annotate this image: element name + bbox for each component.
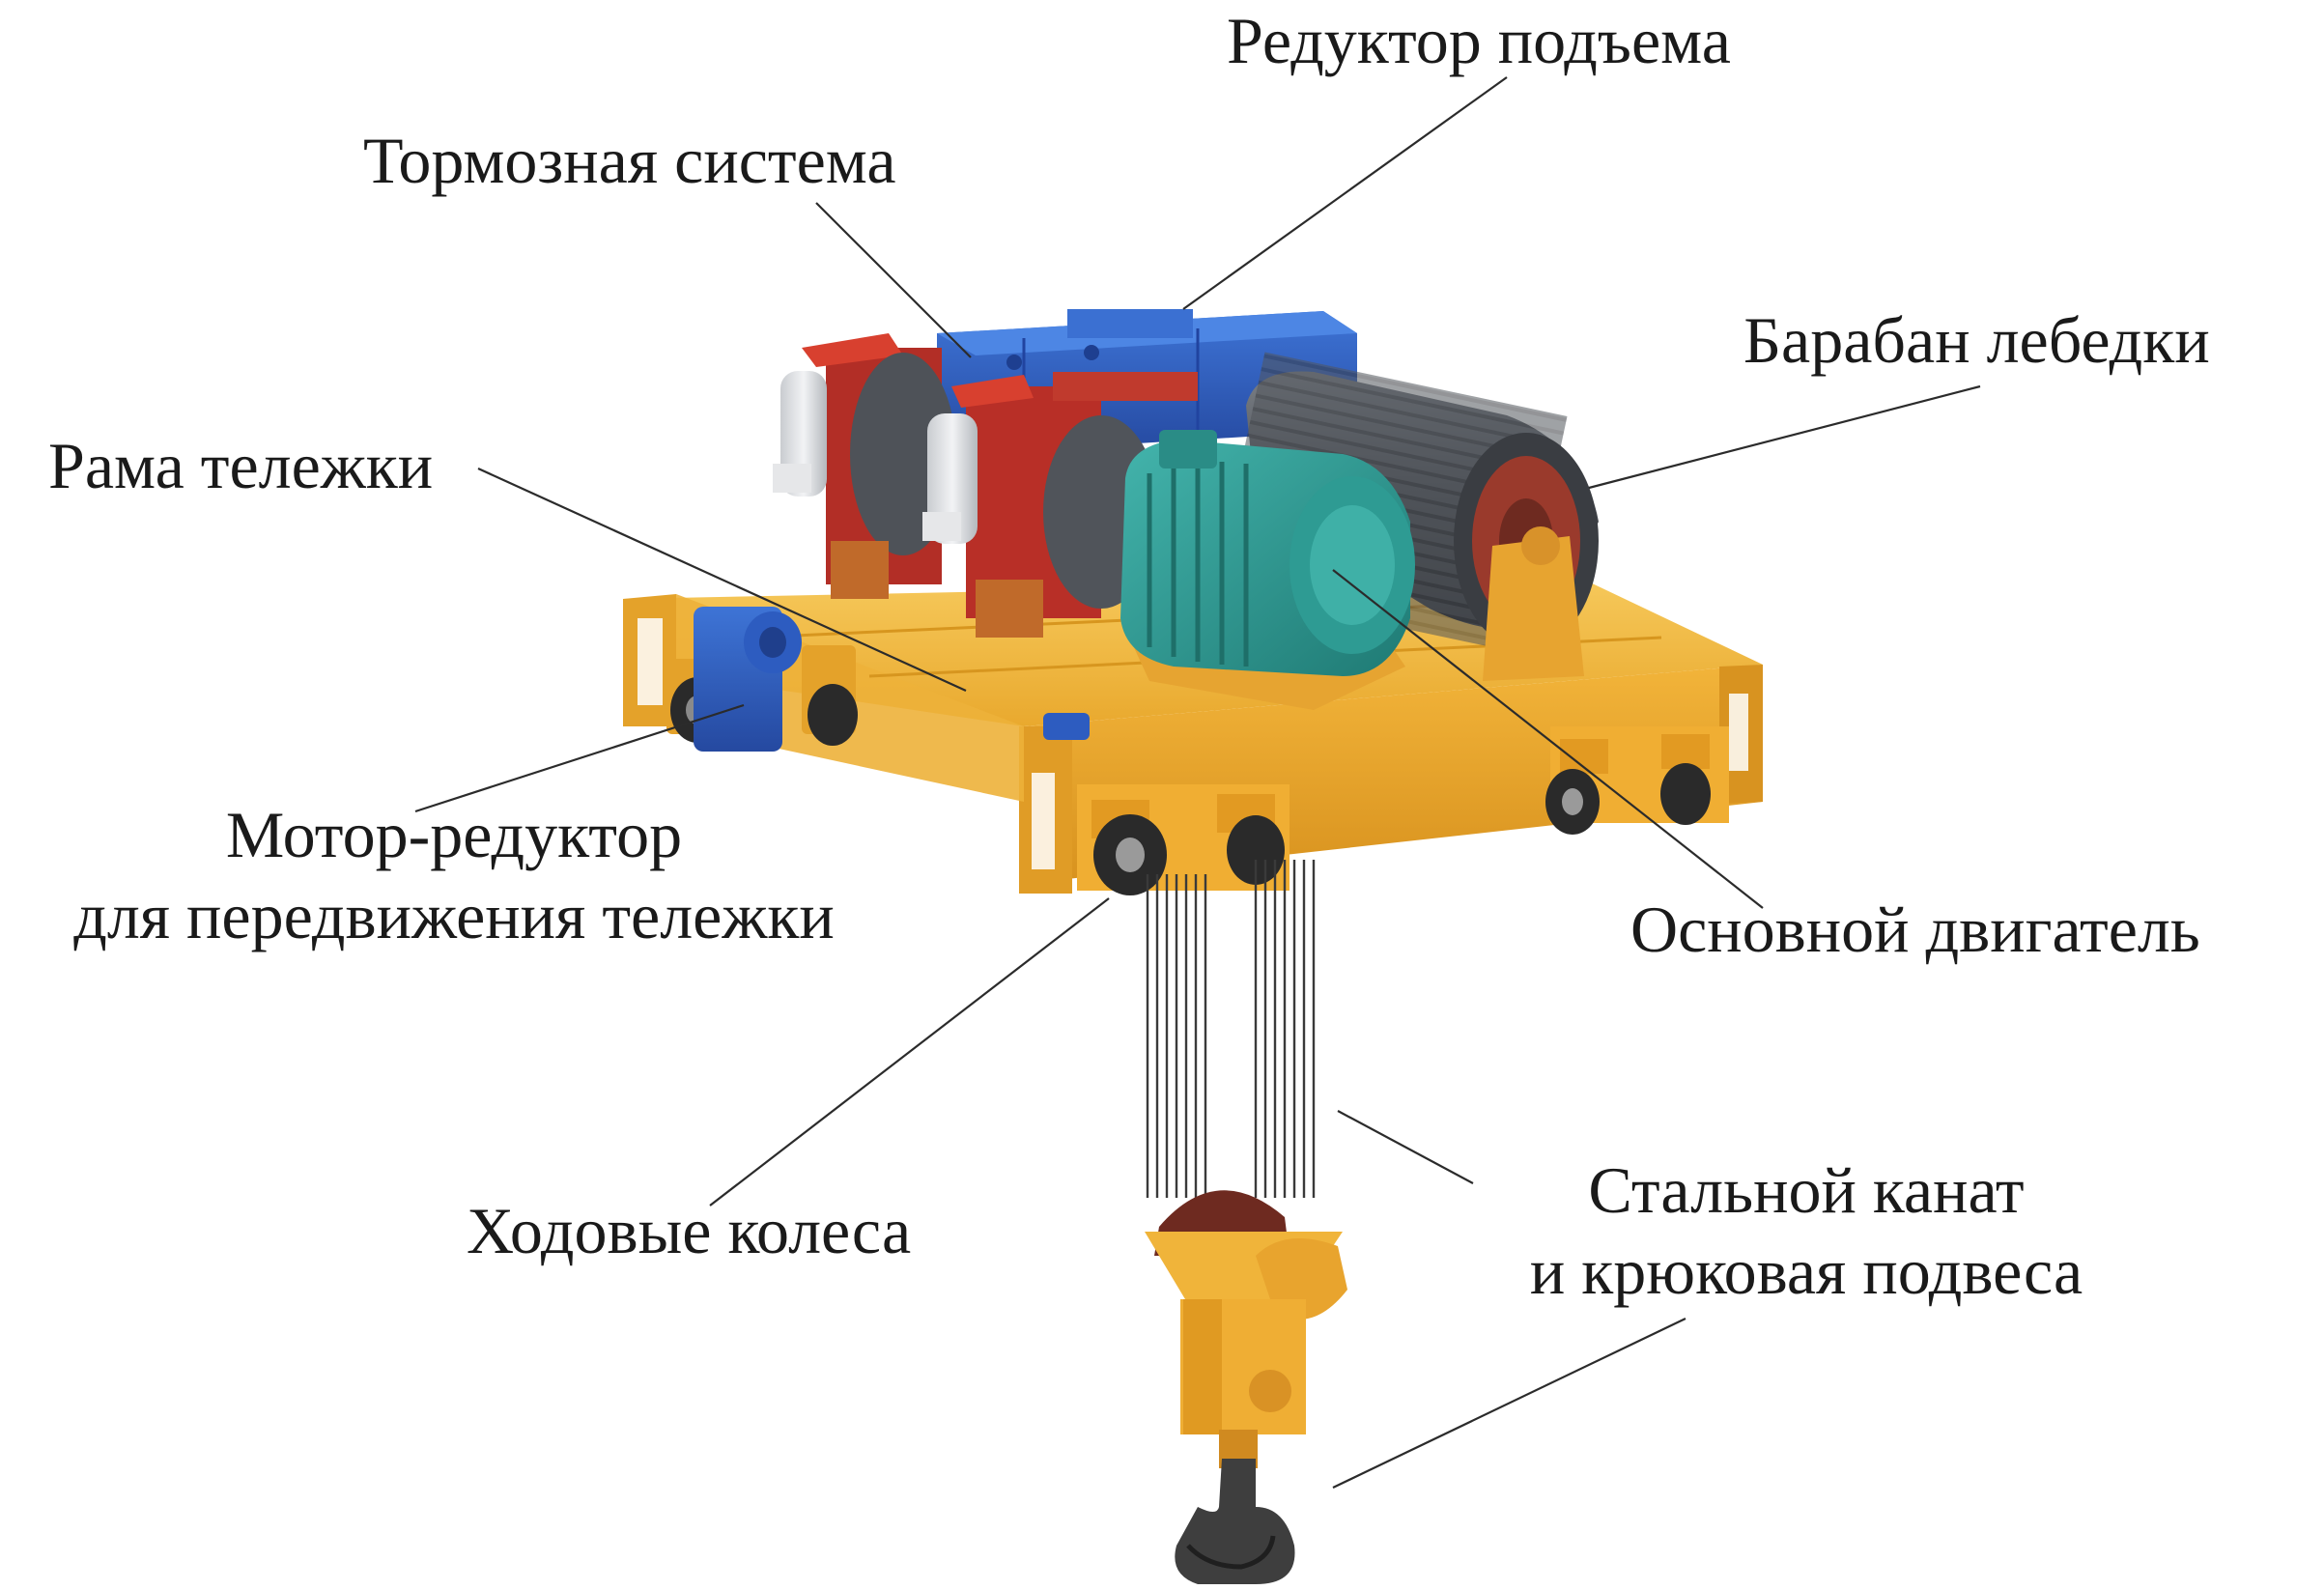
- drum-support: [1483, 536, 1584, 681]
- label-steel-rope-hook: Стальной канат и крюковая подвеса: [1372, 1150, 2241, 1312]
- main-motor: [1120, 430, 1415, 710]
- label-trolley-frame: Рама тележки: [48, 429, 434, 502]
- leader-hoist-gearbox: [1182, 76, 1508, 310]
- wheel-front-left: [1077, 784, 1290, 895]
- label-hoist-gearbox: Редуктор подъема: [1227, 4, 1731, 77]
- wheel-front-right: [1545, 726, 1729, 835]
- leader-trolley-frame: [477, 467, 967, 693]
- leader-steel-rope: [1337, 1110, 1474, 1184]
- label-steel-rope-hook-line1: Стальной канат: [1588, 1153, 2025, 1227]
- hook: [1175, 1459, 1295, 1584]
- steel-ropes: [1146, 860, 1316, 1198]
- hook-block: [1145, 1190, 1347, 1468]
- travel-motor-gearbox: [694, 607, 1090, 752]
- leader-hook: [1332, 1318, 1686, 1489]
- running-wheels: [666, 645, 1729, 895]
- label-running-wheels: Ходовые колеса: [467, 1194, 912, 1267]
- label-brake-system: Тормозная система: [363, 124, 896, 197]
- label-travel-motor-gearbox: Мотор-редуктор для передвижения тележки: [29, 794, 879, 956]
- leader-main-motor: [1332, 569, 1764, 909]
- leader-winch-drum: [1588, 384, 1981, 490]
- leader-lines: [414, 76, 1981, 1489]
- label-steel-rope-hook-line2: и крюковая подвеса: [1529, 1235, 2083, 1308]
- leader-brake-system: [815, 202, 972, 358]
- label-travel-motor-gearbox-line2: для передвижения тележки: [73, 879, 835, 952]
- label-main-motor: Основной двигатель: [1630, 893, 2200, 966]
- leader-running-wheels: [709, 897, 1110, 1207]
- label-winch-drum: Барабан лебедки: [1743, 303, 2210, 377]
- label-travel-motor-gearbox-line1: Мотор-редуктор: [225, 798, 683, 871]
- leader-travel-motor-gearbox: [414, 703, 745, 813]
